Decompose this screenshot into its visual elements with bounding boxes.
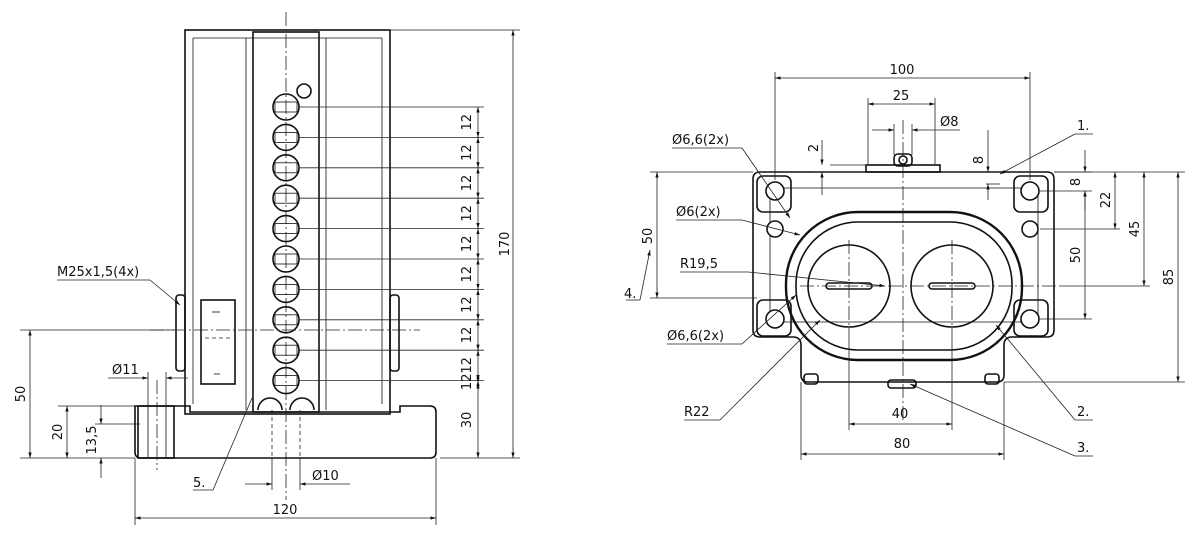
dim-h85: 85 [1162, 269, 1177, 286]
dim-h8-top: 8 [972, 156, 987, 164]
dim-h22: 22 [1099, 192, 1114, 209]
dim-h50: 50 [14, 386, 29, 403]
callout-r19-5: R19,5 [680, 257, 718, 272]
callout-item5: 5. [193, 476, 205, 491]
dim-pitch: 12 [460, 175, 475, 192]
dim-total-height: 170 [498, 232, 513, 257]
dim-h13-5: 13,5 [85, 426, 100, 455]
callout-thread: M25x1,5(4x) [57, 265, 139, 280]
dim-pitch: 12 [460, 327, 475, 344]
dim-pitch: 12 [460, 114, 475, 131]
dim-base-height: 30 [460, 412, 475, 429]
dim-h20: 20 [51, 424, 66, 441]
dim-pitch: 12 [460, 374, 475, 391]
dim-h45: 45 [1128, 221, 1143, 238]
dim-w40: 40 [892, 407, 909, 422]
callout-item3: 3. [1077, 441, 1089, 456]
dim-d8: Ø8 [940, 115, 959, 130]
dim-pitch: 12 [460, 266, 475, 283]
callout-d6: Ø6(2x) [676, 205, 721, 220]
callout-r22: R22 [684, 405, 710, 420]
dim-width-100: 100 [890, 63, 915, 78]
dim-w25: 25 [893, 89, 910, 104]
housing-outline [752, 171, 1055, 383]
top-view: 100 25 Ø8 2 8 8 22 50 [624, 63, 1185, 460]
dim-h50-right: 50 [1069, 247, 1084, 264]
callout-d6-6-bottom: Ø6,6(2x) [667, 329, 724, 344]
dim-pitch: 12 [460, 357, 475, 374]
dim-pitch: 12 [460, 144, 475, 161]
dim-pitch: 12 [460, 296, 475, 313]
callout-item2: 2. [1077, 405, 1089, 420]
dim-bore-dia: Ø11 [112, 363, 139, 378]
callout-d6-6-top: Ø6,6(2x) [672, 133, 729, 148]
dim-h8-right: 8 [1069, 178, 1084, 186]
dim-width: 120 [273, 503, 298, 518]
body-outline [184, 29, 391, 415]
callout-item4: 4. [624, 287, 636, 302]
dim-hole-dia: Ø10 [312, 469, 339, 484]
dim-h2: 2 [807, 144, 822, 152]
dim-pitch: 12 [460, 236, 475, 253]
dim-h50-left: 50 [641, 228, 656, 245]
base-plate [134, 405, 437, 459]
callout-item1: 1. [1077, 119, 1089, 134]
dim-w80: 80 [894, 437, 911, 452]
dim-pitch: 12 [460, 205, 475, 222]
